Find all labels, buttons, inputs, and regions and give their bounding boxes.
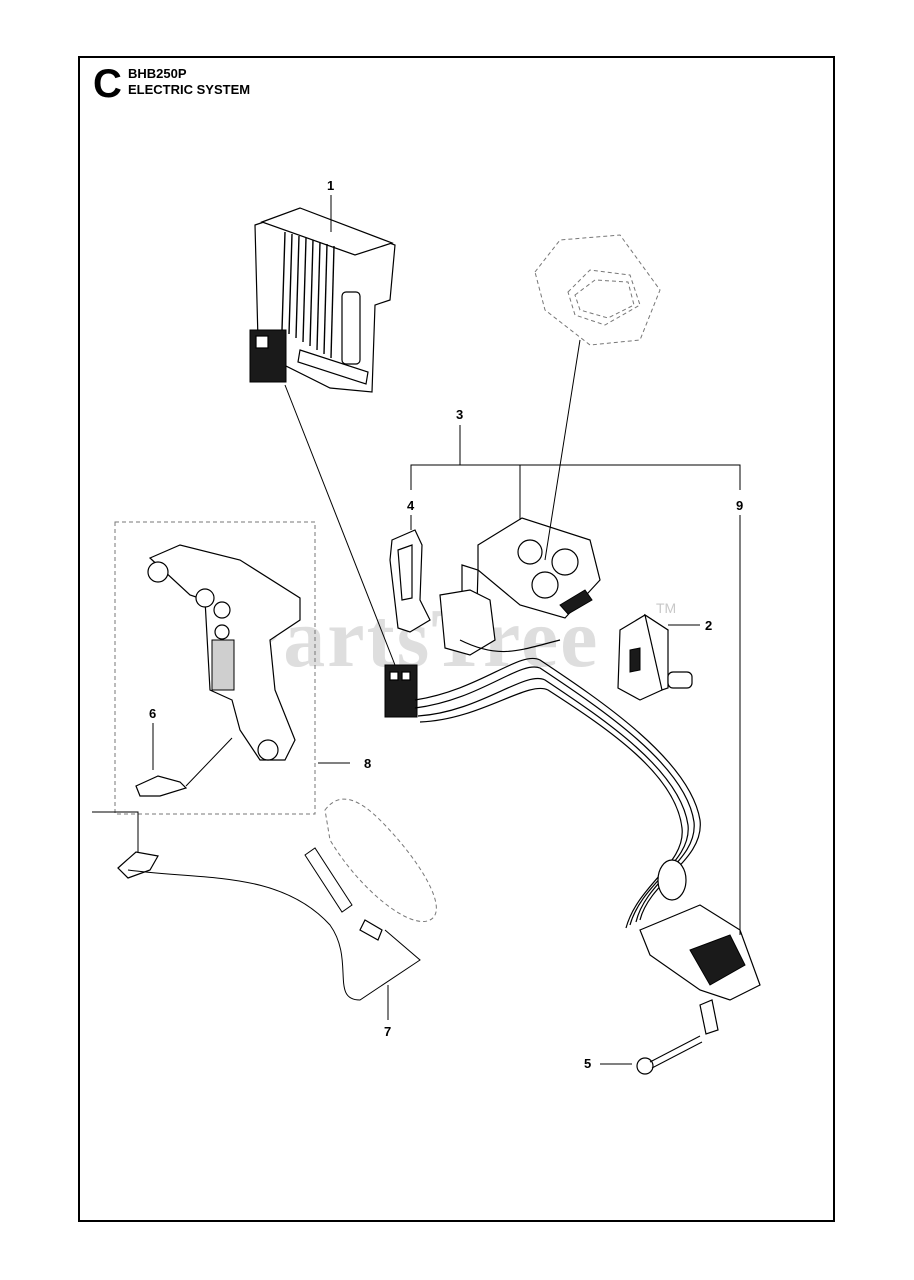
page-title: ELECTRIC SYSTEM: [128, 82, 251, 97]
callout-2: 2: [705, 618, 712, 633]
part-7-sensor-wire[interactable]: [117, 798, 437, 1001]
part-3-cover-outline: [534, 234, 661, 346]
callout-7: 7: [384, 1024, 391, 1039]
callout-6: 6: [149, 706, 156, 721]
part-2-potentiometer[interactable]: [617, 613, 693, 701]
part-4-clip[interactable]: [389, 529, 431, 633]
callout-4: 4: [407, 498, 415, 513]
callout-9: 9: [736, 498, 743, 513]
watermark-trademark: TM: [656, 600, 677, 616]
part-5-screw[interactable]: [636, 1035, 703, 1075]
callout-8: 8: [364, 756, 371, 771]
diagram-frame: [78, 56, 835, 1222]
model-number: BHB250P: [128, 66, 187, 81]
callout-leader-lines: [92, 195, 741, 1065]
section-letter: C: [93, 62, 122, 106]
part-3-switch-housing[interactable]: [461, 517, 601, 641]
part-9-wiring-harness[interactable]: [384, 589, 761, 1035]
part-8-bracket-kit[interactable]: [114, 521, 316, 815]
part-1-control-module[interactable]: [249, 207, 396, 393]
part-6-contact[interactable]: [135, 737, 233, 797]
callout-5: 5: [584, 1056, 591, 1071]
callout-1: 1: [327, 178, 334, 193]
callout-3: 3: [456, 407, 463, 422]
